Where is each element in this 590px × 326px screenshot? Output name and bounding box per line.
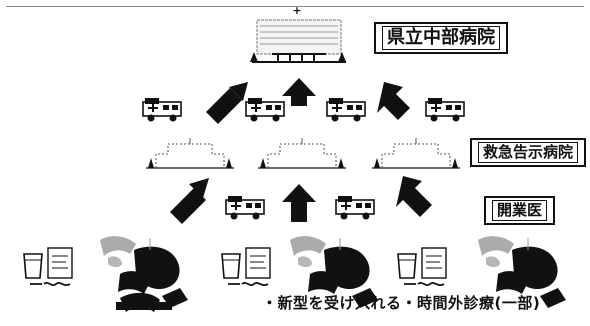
practitioners-label-text: 開業医	[492, 200, 548, 221]
arrow-upper-center	[282, 78, 316, 106]
ambulance-upper-2	[245, 97, 285, 123]
prefectural-hospital-label-text: 県立中部病院	[382, 26, 500, 50]
svg-text:+: +	[292, 4, 301, 17]
ambulance-upper-3	[326, 97, 366, 123]
ambulance-lower-1	[225, 195, 265, 221]
clinic-icons-1	[23, 247, 73, 287]
emergency-hospital-1	[145, 137, 235, 169]
arrow-lower-left	[170, 178, 209, 224]
arrow-upper-right	[377, 82, 410, 120]
arrow-upper-left	[206, 82, 248, 124]
emergency-hospital-3	[371, 137, 461, 169]
ambulance-upper-1	[142, 97, 182, 123]
practitioner-figure-large	[116, 292, 172, 312]
practitioners-label: 開業医	[484, 196, 556, 225]
clinic-icons-2	[221, 247, 271, 287]
ambulance-lower-2	[335, 195, 375, 221]
arrow-lower-center	[282, 184, 316, 222]
prefectural-hospital-building: +	[250, 4, 346, 63]
prefectural-hospital-label: 県立中部病院	[374, 22, 508, 54]
ambulance-upper-4	[425, 97, 465, 123]
clinic-icons-3	[397, 247, 447, 287]
emergency-hospitals-label: 救急告示病院	[470, 138, 587, 167]
arrow-lower-right	[396, 176, 432, 217]
footer-note: ・新型を受け入れる・時間外診療(一部)	[262, 294, 541, 312]
emergency-hospitals-label-text: 救急告示病院	[478, 142, 579, 163]
emergency-hospital-2	[257, 137, 347, 169]
